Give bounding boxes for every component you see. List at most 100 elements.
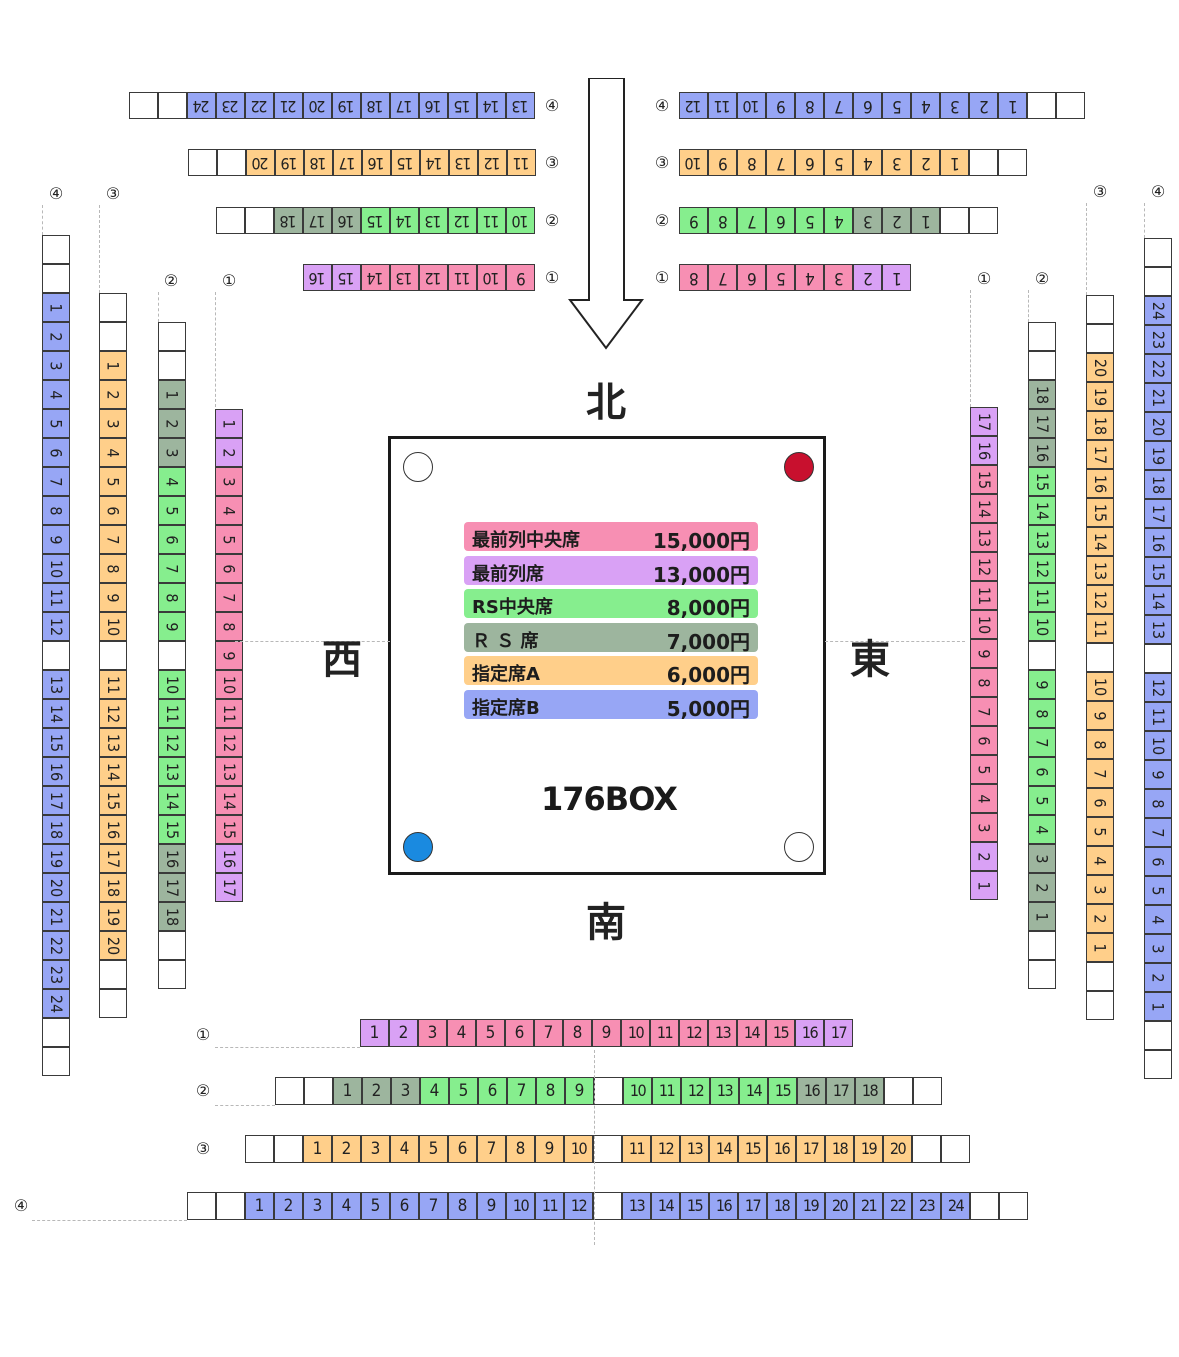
east-row3-seat: 1 (1086, 933, 1114, 962)
north-west-row4-seat: 23 (216, 92, 245, 119)
west-row4-seat: 20 (42, 873, 70, 902)
north-east-row4-seat: 11 (708, 92, 737, 119)
north-east-row3-seat: 3 (882, 149, 911, 176)
legend-price: 15,000円 (652, 529, 750, 553)
east-row2-seat (1028, 641, 1056, 670)
east-row3-seat (1086, 324, 1114, 353)
guide-line (594, 1050, 595, 1245)
west-row3-seat: 5 (99, 467, 127, 496)
south-row2-seat: 9 (565, 1077, 594, 1105)
south-row2-seat: 13 (710, 1077, 739, 1105)
east-row3-seat: 16 (1086, 469, 1114, 498)
west-row2-seat (158, 322, 186, 351)
west-row1-seat: 15 (215, 815, 243, 844)
north-west-row1-seat: 12 (419, 264, 448, 291)
north-west-row3-seat: 12 (478, 149, 507, 176)
east-row2-seat: 7 (1028, 728, 1056, 757)
north-east-row2-seat (969, 207, 998, 234)
row-mark: ④ (1150, 182, 1166, 201)
south-row2-seat: 10 (623, 1077, 652, 1105)
row-mark: ② (654, 211, 670, 230)
west-row2-seat: 16 (158, 844, 186, 873)
south-row1-seat: 16 (795, 1019, 824, 1047)
south-row4-seat: 15 (680, 1192, 709, 1220)
east-row2-seat: 18 (1028, 380, 1056, 409)
west-row4-seat: 8 (42, 496, 70, 525)
north-west-row4-seat (158, 92, 187, 119)
south-row3-seat: 12 (651, 1135, 680, 1163)
north-east-row2-seat: 1 (911, 207, 940, 234)
west-row1-seat: 8 (215, 612, 243, 641)
east-row1-seat: 15 (970, 465, 998, 494)
east-row2-seat: 6 (1028, 757, 1056, 786)
west-row4-seat: 19 (42, 844, 70, 873)
east-row2-seat: 15 (1028, 467, 1056, 496)
north-west-row1-seat: 14 (361, 264, 390, 291)
north-east-row4-seat: 6 (853, 92, 882, 119)
south-row2-seat: 3 (391, 1077, 420, 1105)
west-row3-seat: 14 (99, 757, 127, 786)
north-east-row1-seat: 1 (882, 264, 911, 291)
east-row4-seat: 8 (1144, 789, 1172, 818)
west-row2-seat (158, 960, 186, 989)
south-row4-seat (187, 1192, 216, 1220)
north-west-row4-seat (129, 92, 158, 119)
south-row4-seat (216, 1192, 245, 1220)
west-row3-seat: 12 (99, 699, 127, 728)
east-row3-seat: 9 (1086, 701, 1114, 730)
north-east-row1-seat: 3 (824, 264, 853, 291)
south-row3-seat: 4 (390, 1135, 419, 1163)
row-mark: ③ (544, 153, 560, 172)
west-row3-seat: 4 (99, 438, 127, 467)
east-row4-seat: 18 (1144, 470, 1172, 499)
west-row4-seat: 24 (42, 989, 70, 1018)
east-row4-seat: 24 (1144, 296, 1172, 325)
west-row2-seat: 5 (158, 496, 186, 525)
south-row3-seat: 11 (622, 1135, 651, 1163)
south-row4-seat: 8 (448, 1192, 477, 1220)
east-row3-seat: 8 (1086, 730, 1114, 759)
east-row3-seat: 3 (1086, 875, 1114, 904)
south-row4-seat: 24 (941, 1192, 970, 1220)
north-west-row4-seat: 24 (187, 92, 216, 119)
south-row1-seat: 1 (360, 1019, 389, 1047)
south-row3-seat: 5 (419, 1135, 448, 1163)
west-row2-seat: 10 (158, 670, 186, 699)
west-row3-seat: 18 (99, 873, 127, 902)
west-row3-seat: 19 (99, 902, 127, 931)
legend-price: 6,000円 (666, 663, 750, 687)
north-east-row2-seat (940, 207, 969, 234)
west-row2-seat: 6 (158, 525, 186, 554)
north-east-row3-seat: 4 (853, 149, 882, 176)
east-row4-seat: 11 (1144, 702, 1172, 731)
west-row4-seat: 11 (42, 583, 70, 612)
south-row1-seat: 8 (563, 1019, 592, 1047)
direction-north: 北 (586, 380, 626, 426)
south-row3-seat: 10 (564, 1135, 593, 1163)
east-row4-seat (1144, 1050, 1172, 1079)
west-row3-seat: 9 (99, 583, 127, 612)
east-row1-seat: 17 (970, 407, 998, 436)
legend-price: 5,000円 (666, 696, 750, 721)
venue-label: 176BOX (541, 780, 678, 818)
row-mark: ① (976, 269, 992, 288)
south-row4-seat (999, 1192, 1028, 1220)
east-row1-seat: 7 (970, 697, 998, 726)
west-row2-seat: 4 (158, 467, 186, 496)
south-row3-seat: 17 (796, 1135, 825, 1163)
east-row4-seat: 7 (1144, 818, 1172, 847)
west-row4-seat: 1 (42, 293, 70, 322)
east-row4-seat (1144, 644, 1172, 673)
east-row1-seat: 12 (970, 552, 998, 581)
north-west-row2-seat: 14 (390, 207, 419, 234)
north-east-row1-seat: 8 (679, 264, 708, 291)
south-row1-seat: 17 (824, 1019, 853, 1047)
east-row2-seat (1028, 960, 1056, 989)
south-row4-seat: 7 (419, 1192, 448, 1220)
north-west-row4-seat: 22 (245, 92, 274, 119)
south-row3-seat: 7 (477, 1135, 506, 1163)
west-row1-seat: 9 (215, 641, 243, 670)
east-row3-seat: 15 (1086, 498, 1114, 527)
south-row1-seat: 14 (737, 1019, 766, 1047)
